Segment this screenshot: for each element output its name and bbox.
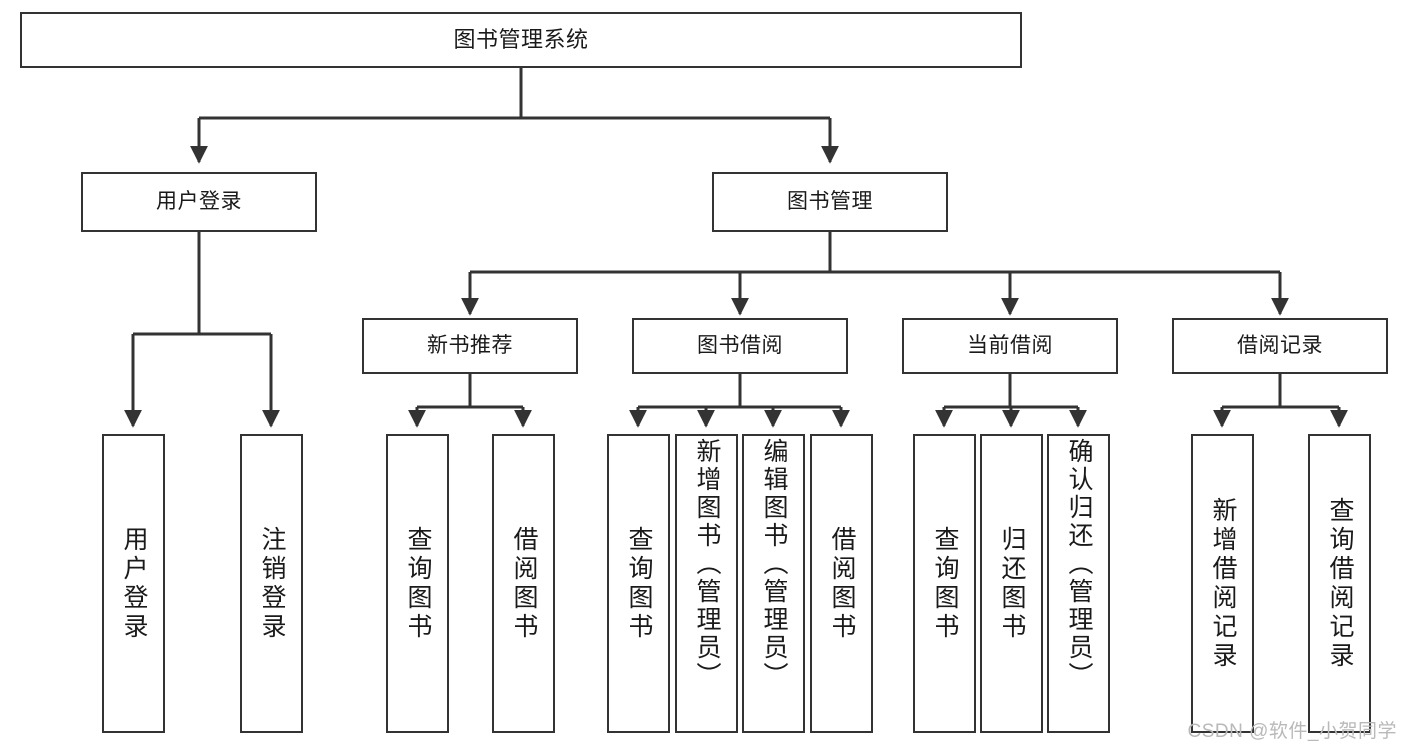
node-leaf-add-record[interactable]: 新增借阅记录 bbox=[1191, 434, 1254, 733]
node-root-label: 图书管理系统 bbox=[453, 26, 589, 52]
node-leaf-query-book-2-label: 查询图书 bbox=[625, 525, 653, 642]
node-borrow-record[interactable]: 借阅记录 bbox=[1172, 318, 1388, 374]
node-leaf-confirm-return[interactable]: 确认归还（管理员） bbox=[1047, 434, 1110, 733]
node-leaf-edit-book[interactable]: 编辑图书（管理员） bbox=[742, 434, 805, 733]
node-new-book-recommend-label: 新书推荐 bbox=[427, 334, 513, 358]
node-borrow-record-label: 借阅记录 bbox=[1237, 334, 1323, 358]
node-leaf-borrow-book-1[interactable]: 借阅图书 bbox=[492, 434, 555, 733]
node-book-management[interactable]: 图书管理 bbox=[712, 172, 948, 232]
node-leaf-query-book-1[interactable]: 查询图书 bbox=[386, 434, 449, 733]
node-leaf-user-login[interactable]: 用户登录 bbox=[102, 434, 165, 733]
node-leaf-user-logout[interactable]: 注销登录 bbox=[240, 434, 303, 733]
node-user-login-label: 用户登录 bbox=[156, 190, 242, 214]
node-leaf-confirm-return-label: 确认归还（管理员） bbox=[1065, 438, 1093, 690]
node-book-management-label: 图书管理 bbox=[787, 190, 873, 214]
node-leaf-query-book-3[interactable]: 查询图书 bbox=[913, 434, 976, 733]
node-book-borrow-label: 图书借阅 bbox=[697, 334, 783, 358]
node-leaf-add-book[interactable]: 新增图书（管理员） bbox=[675, 434, 738, 733]
node-current-borrow[interactable]: 当前借阅 bbox=[902, 318, 1118, 374]
node-root[interactable]: 图书管理系统 bbox=[20, 12, 1022, 68]
node-leaf-query-book-3-label: 查询图书 bbox=[931, 525, 959, 642]
node-leaf-borrow-book-1-label: 借阅图书 bbox=[510, 525, 538, 642]
node-leaf-add-book-label: 新增图书（管理员） bbox=[693, 438, 721, 690]
node-leaf-edit-book-label: 编辑图书（管理员） bbox=[760, 438, 788, 690]
node-leaf-return-book[interactable]: 归还图书 bbox=[980, 434, 1043, 733]
node-leaf-user-login-label: 用户登录 bbox=[120, 525, 148, 642]
node-leaf-borrow-book-2[interactable]: 借阅图书 bbox=[810, 434, 873, 733]
node-leaf-query-record-label: 查询借阅记录 bbox=[1326, 496, 1354, 671]
node-leaf-query-book-1-label: 查询图书 bbox=[404, 525, 432, 642]
node-book-borrow[interactable]: 图书借阅 bbox=[632, 318, 848, 374]
node-current-borrow-label: 当前借阅 bbox=[967, 334, 1053, 358]
node-leaf-query-book-2[interactable]: 查询图书 bbox=[607, 434, 670, 733]
watermark: CSDN @软件_小贺同学 bbox=[1187, 721, 1397, 742]
node-leaf-borrow-book-2-label: 借阅图书 bbox=[828, 525, 856, 642]
node-leaf-user-logout-label: 注销登录 bbox=[258, 525, 286, 642]
node-new-book-recommend[interactable]: 新书推荐 bbox=[362, 318, 578, 374]
node-leaf-return-book-label: 归还图书 bbox=[998, 525, 1026, 642]
node-leaf-query-record[interactable]: 查询借阅记录 bbox=[1308, 434, 1371, 733]
node-user-login[interactable]: 用户登录 bbox=[81, 172, 317, 232]
node-leaf-add-record-label: 新增借阅记录 bbox=[1209, 496, 1237, 671]
